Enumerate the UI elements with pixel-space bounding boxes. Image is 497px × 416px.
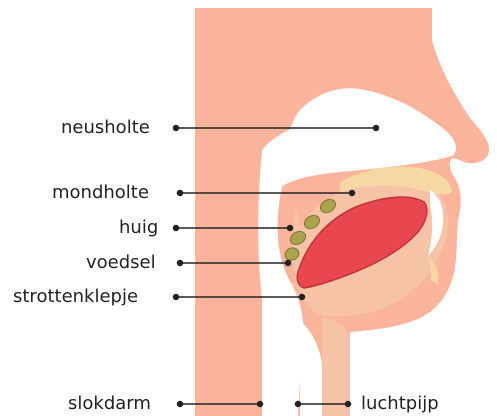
label-luchtpijp: luchtpijp bbox=[361, 394, 439, 414]
label-neusholte: neusholte bbox=[61, 118, 150, 138]
label-strottenklepje: strottenklepje bbox=[13, 287, 138, 307]
label-huig: huig bbox=[119, 218, 158, 238]
label-voedsel: voedsel bbox=[86, 253, 156, 273]
label-mondholte: mondholte bbox=[52, 183, 149, 203]
label-slokdarm: slokdarm bbox=[68, 394, 151, 414]
trachea-flesh bbox=[322, 318, 350, 416]
